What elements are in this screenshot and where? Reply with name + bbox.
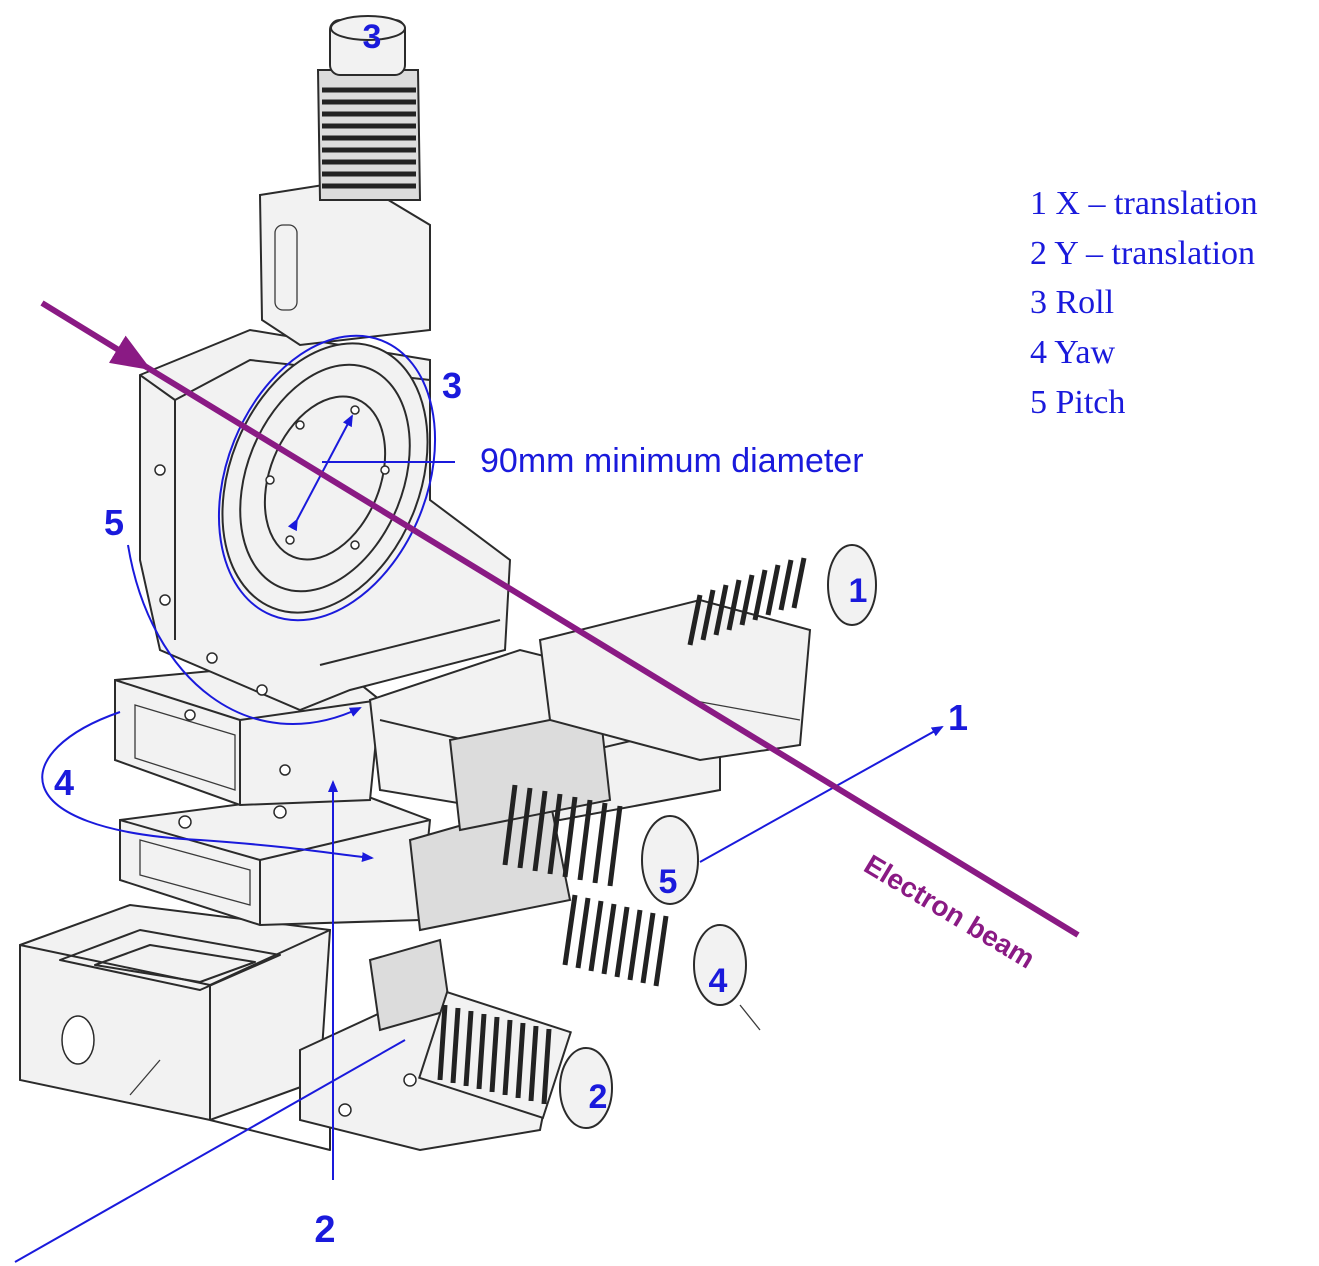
motion-annotations [14, 334, 944, 1263]
x-axis-arrow [699, 726, 944, 863]
x-axis-label: 1 [948, 697, 968, 738]
roll-axis-label: 3 [442, 365, 462, 406]
legend-item: 5 Pitch [1030, 384, 1125, 421]
roll-motion-ellipse [217, 334, 437, 622]
diameter-arrow [287, 414, 353, 532]
yaw-axis-label: 4 [54, 762, 74, 803]
x-stage [538, 544, 877, 762]
diameter-annotation: 90mm minimum diameter [480, 442, 864, 480]
y-knob-label: 2 [589, 1078, 608, 1116]
y-axis-label: 2 [314, 1209, 335, 1251]
legend: 1 X – translation 2 Y – translation 3 Ro… [1030, 185, 1258, 421]
y-axis-line [14, 1039, 406, 1263]
y-motor [368, 938, 613, 1129]
yaw-motion-arrow [41, 711, 374, 863]
roll-motor [258, 15, 431, 347]
yaw-motor [408, 798, 761, 1031]
electron-beam [40, 300, 1080, 938]
pitch-axis-label: 5 [104, 502, 124, 543]
legend-item: 4 Yaw [1030, 334, 1115, 371]
pitch-motion-arrow [127, 544, 362, 725]
yaw-knob-label: 4 [709, 962, 728, 1000]
legend-item: 1 X – translation [1030, 185, 1258, 222]
beam-line-lower [40, 300, 150, 371]
roll-knob-label: 3 [363, 18, 382, 56]
base-block [19, 903, 332, 1151]
y-stage [119, 788, 432, 927]
beam-annotation: Electron beam [859, 849, 1040, 975]
pitch-knob-label: 5 [659, 863, 678, 901]
legend-item: 3 Roll [1030, 284, 1114, 321]
beam-line [108, 335, 1080, 938]
legend-item: 2 Y – translation [1030, 235, 1255, 272]
stage-drawing [19, 15, 877, 1152]
x-knob-label: 1 [849, 572, 868, 610]
